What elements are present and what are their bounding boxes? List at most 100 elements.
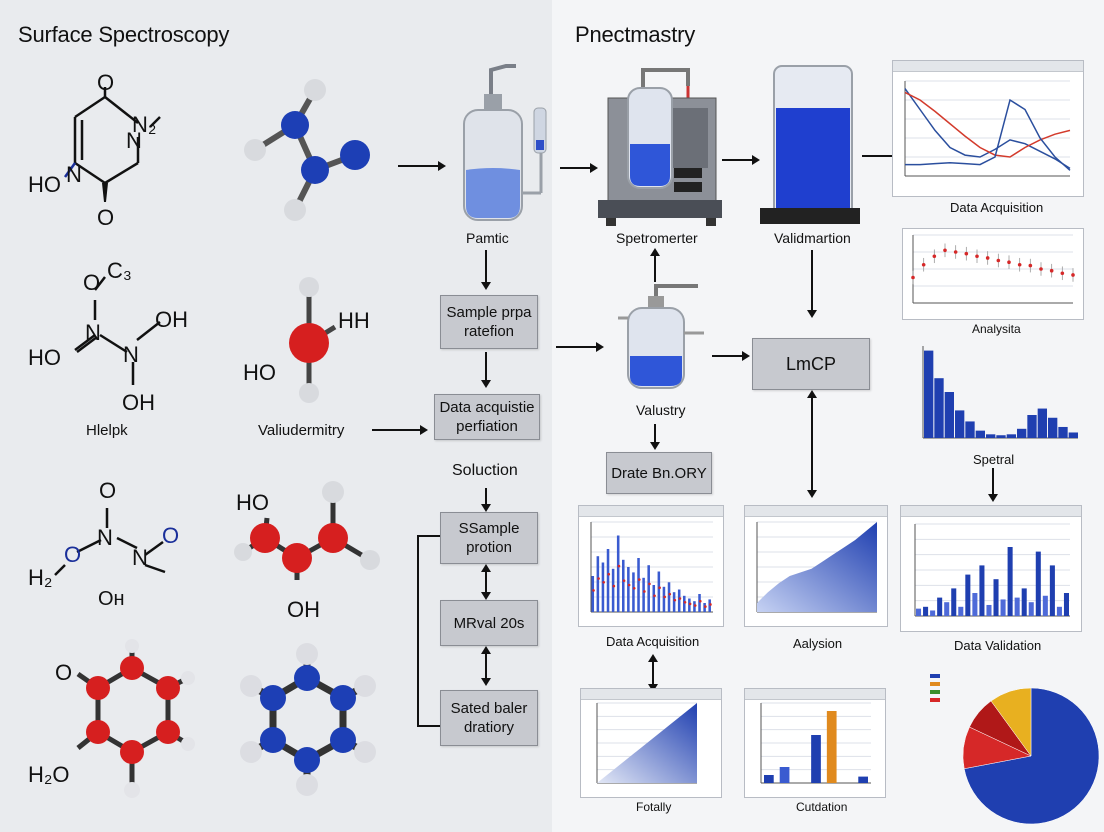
drate-text: Drate Bn.ORY	[611, 464, 707, 482]
molecule-ball-stick-3	[234, 481, 380, 580]
sated-line2: dratiory	[463, 719, 514, 736]
box-mrval: MRval 20s	[440, 600, 538, 646]
dense-bar	[642, 577, 645, 612]
histogram-bar	[975, 430, 985, 438]
chart-8-frame	[744, 688, 886, 798]
pie-slice	[963, 687, 1100, 825]
histogram-bar	[1037, 408, 1047, 438]
dense-marker	[683, 600, 687, 604]
dense-bar	[693, 601, 696, 612]
scatter-point	[953, 250, 958, 254]
m3-c3: C₃	[107, 258, 132, 283]
label-validmartion: Validmartion	[774, 230, 851, 246]
chart-5-toolbar	[745, 506, 887, 517]
bar	[958, 606, 964, 616]
bracket	[417, 535, 440, 727]
dense-bar	[596, 556, 600, 612]
bar	[916, 608, 922, 616]
histogram-bar	[1058, 426, 1068, 438]
scatter-point	[1039, 267, 1043, 271]
chart-7-frame	[580, 688, 722, 798]
m5-o-top: O	[99, 478, 117, 503]
dense-marker	[602, 581, 606, 584]
chart-8-plot	[760, 702, 871, 784]
dense-bar	[652, 585, 656, 612]
chart-1-plot	[904, 80, 1071, 177]
molecule-ring-blue	[240, 643, 376, 796]
arrow-pamtic-to-sample	[481, 250, 491, 290]
m6-ho: HO	[236, 490, 269, 515]
label-valustry: Valustry	[636, 402, 686, 418]
chart-4-plot	[590, 521, 713, 613]
dense-marker	[648, 582, 651, 586]
dense-bar	[698, 594, 701, 612]
dense-marker	[617, 564, 621, 568]
dense-bar	[591, 576, 595, 612]
bar	[986, 604, 992, 616]
dense-bar	[611, 568, 615, 612]
bar	[1021, 588, 1027, 616]
histogram-bar	[996, 435, 1006, 438]
sated-line1: Sated baler	[450, 700, 528, 717]
dense-marker	[673, 598, 677, 602]
validmartion-cylinder	[760, 65, 860, 224]
chart-6-caption: Data Validation	[954, 638, 1042, 653]
label-helpk: Hlelpk	[86, 422, 128, 439]
bar	[1042, 595, 1048, 616]
dense-marker	[678, 597, 682, 600]
histogram-bar	[944, 392, 954, 438]
dense-marker	[663, 595, 667, 599]
dense-bar	[672, 592, 676, 612]
dense-marker	[653, 594, 656, 598]
dense-bar	[632, 572, 635, 612]
arrow-spectral-down	[988, 468, 998, 502]
bar	[811, 735, 821, 783]
arrow-chart4-to-chart7	[648, 654, 658, 692]
histogram-bar	[986, 434, 996, 438]
m1-o-bottom: O	[97, 205, 115, 230]
m5-n2: N	[132, 545, 148, 570]
dense-marker	[607, 572, 611, 576]
chart-8-caption: Cutdation	[796, 800, 848, 814]
m1-n2: N₂	[132, 112, 157, 137]
molecule-diazine-structure	[63, 87, 161, 202]
line-series-3	[905, 98, 1071, 171]
chart-4-toolbar	[579, 506, 723, 517]
bar	[937, 597, 943, 616]
bar	[1049, 565, 1055, 616]
histogram-bar	[1068, 432, 1078, 438]
chart-6-plot	[914, 523, 1070, 617]
m3-n2: N	[123, 342, 139, 367]
chart-2-frame	[902, 228, 1084, 320]
bar	[1000, 599, 1006, 616]
molecule-ring-red	[76, 639, 195, 798]
right-title: Pnectmastry	[575, 22, 696, 47]
bar	[779, 767, 790, 783]
box-drate: Drate Bn.ORY	[606, 452, 712, 494]
bar	[826, 711, 837, 783]
molecule-ball-stick-1	[244, 79, 370, 221]
label-valiudermitry: Valiudermitry	[258, 422, 345, 439]
left-title: Surface Spectroscopy	[18, 22, 230, 47]
molecule-dinitro-structure	[54, 508, 166, 576]
bar	[944, 602, 950, 616]
legend-swatch	[930, 682, 940, 686]
m1-n-left: N	[66, 162, 82, 187]
bar	[1014, 597, 1020, 616]
legend-swatch	[930, 690, 940, 694]
bar	[923, 606, 929, 616]
chart-7-caption: Fotally	[636, 800, 672, 814]
chart-4-frame	[578, 505, 724, 627]
arrow-ssample-mrval	[481, 564, 491, 600]
chart-7-plot	[596, 702, 697, 784]
dense-marker	[709, 603, 712, 606]
dense-marker	[693, 604, 697, 607]
scatter-point	[943, 248, 947, 253]
mrval-text: MRval 20s	[453, 614, 525, 632]
chart-5-caption: Aalysion	[793, 636, 843, 651]
arrow-mol-to-pamtic	[398, 161, 446, 171]
box-sated-baler: Sated baler dratiory	[440, 690, 538, 746]
m4-ho: HO	[243, 360, 276, 385]
